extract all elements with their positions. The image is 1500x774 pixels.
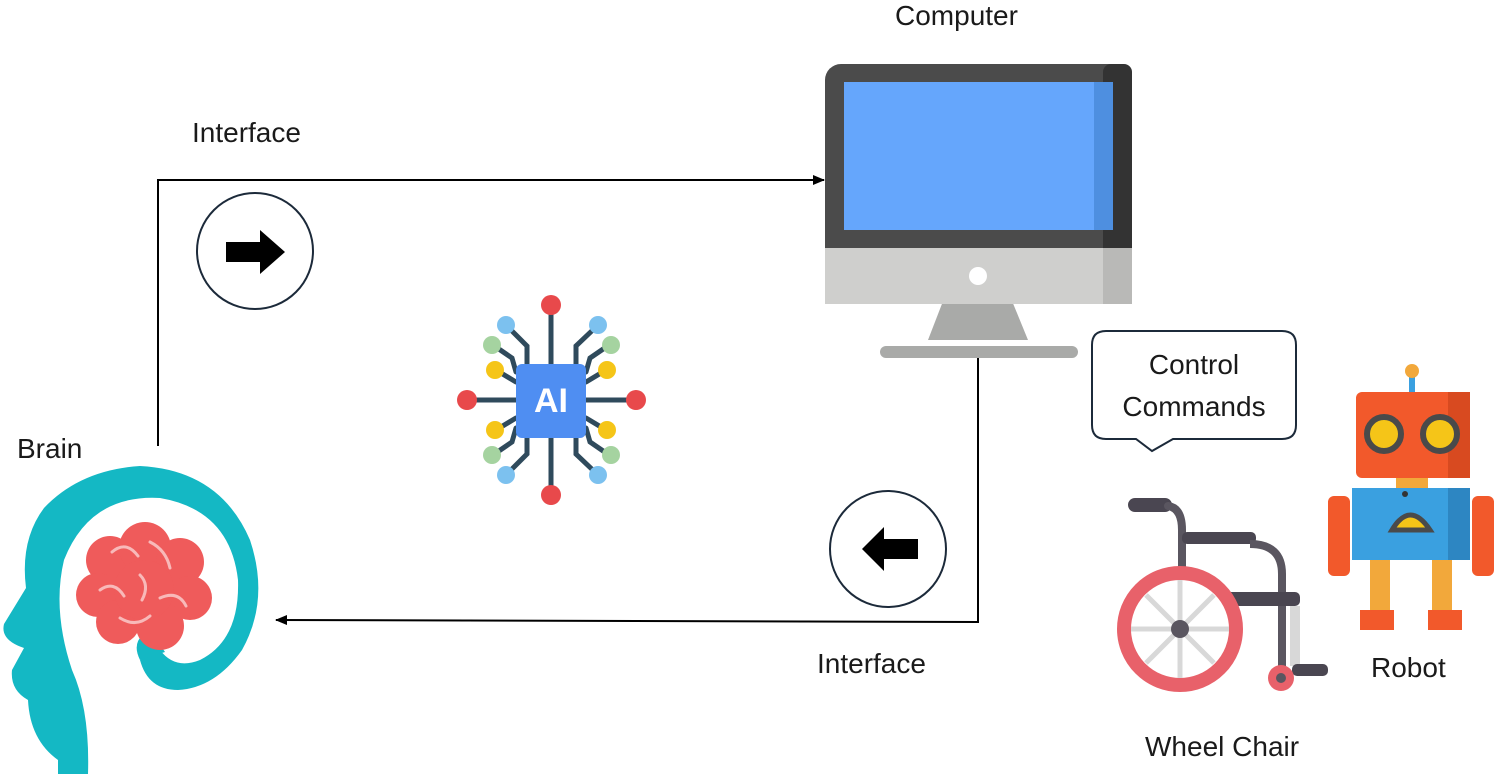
wheelchair-label: Wheel Chair (1145, 731, 1300, 762)
connector-top (157, 175, 825, 446)
arrow-left-icon (829, 490, 947, 608)
interface-top-label: Interface (192, 117, 301, 148)
control-line2: Commands (1122, 391, 1266, 422)
ai-chip-label: AI (534, 382, 568, 420)
computer-monitor-icon (825, 64, 1132, 358)
speech-bubble-icon (1091, 330, 1297, 453)
wheelchair-icon (1117, 498, 1328, 692)
arrow-right-icon (196, 192, 314, 310)
ai-chip-nodes (457, 295, 646, 505)
robot-label: Robot (1371, 652, 1446, 683)
connector-bottom (275, 358, 979, 626)
computer-label: Computer (895, 0, 1018, 31)
head-with-brain-icon (3, 466, 259, 774)
brain-label: Brain (17, 433, 83, 464)
control-line1: Control (1148, 349, 1240, 380)
robot-icon (1328, 364, 1494, 630)
control-commands-label: Control Commands (1092, 344, 1296, 428)
interface-bottom-label: Interface (817, 648, 926, 679)
